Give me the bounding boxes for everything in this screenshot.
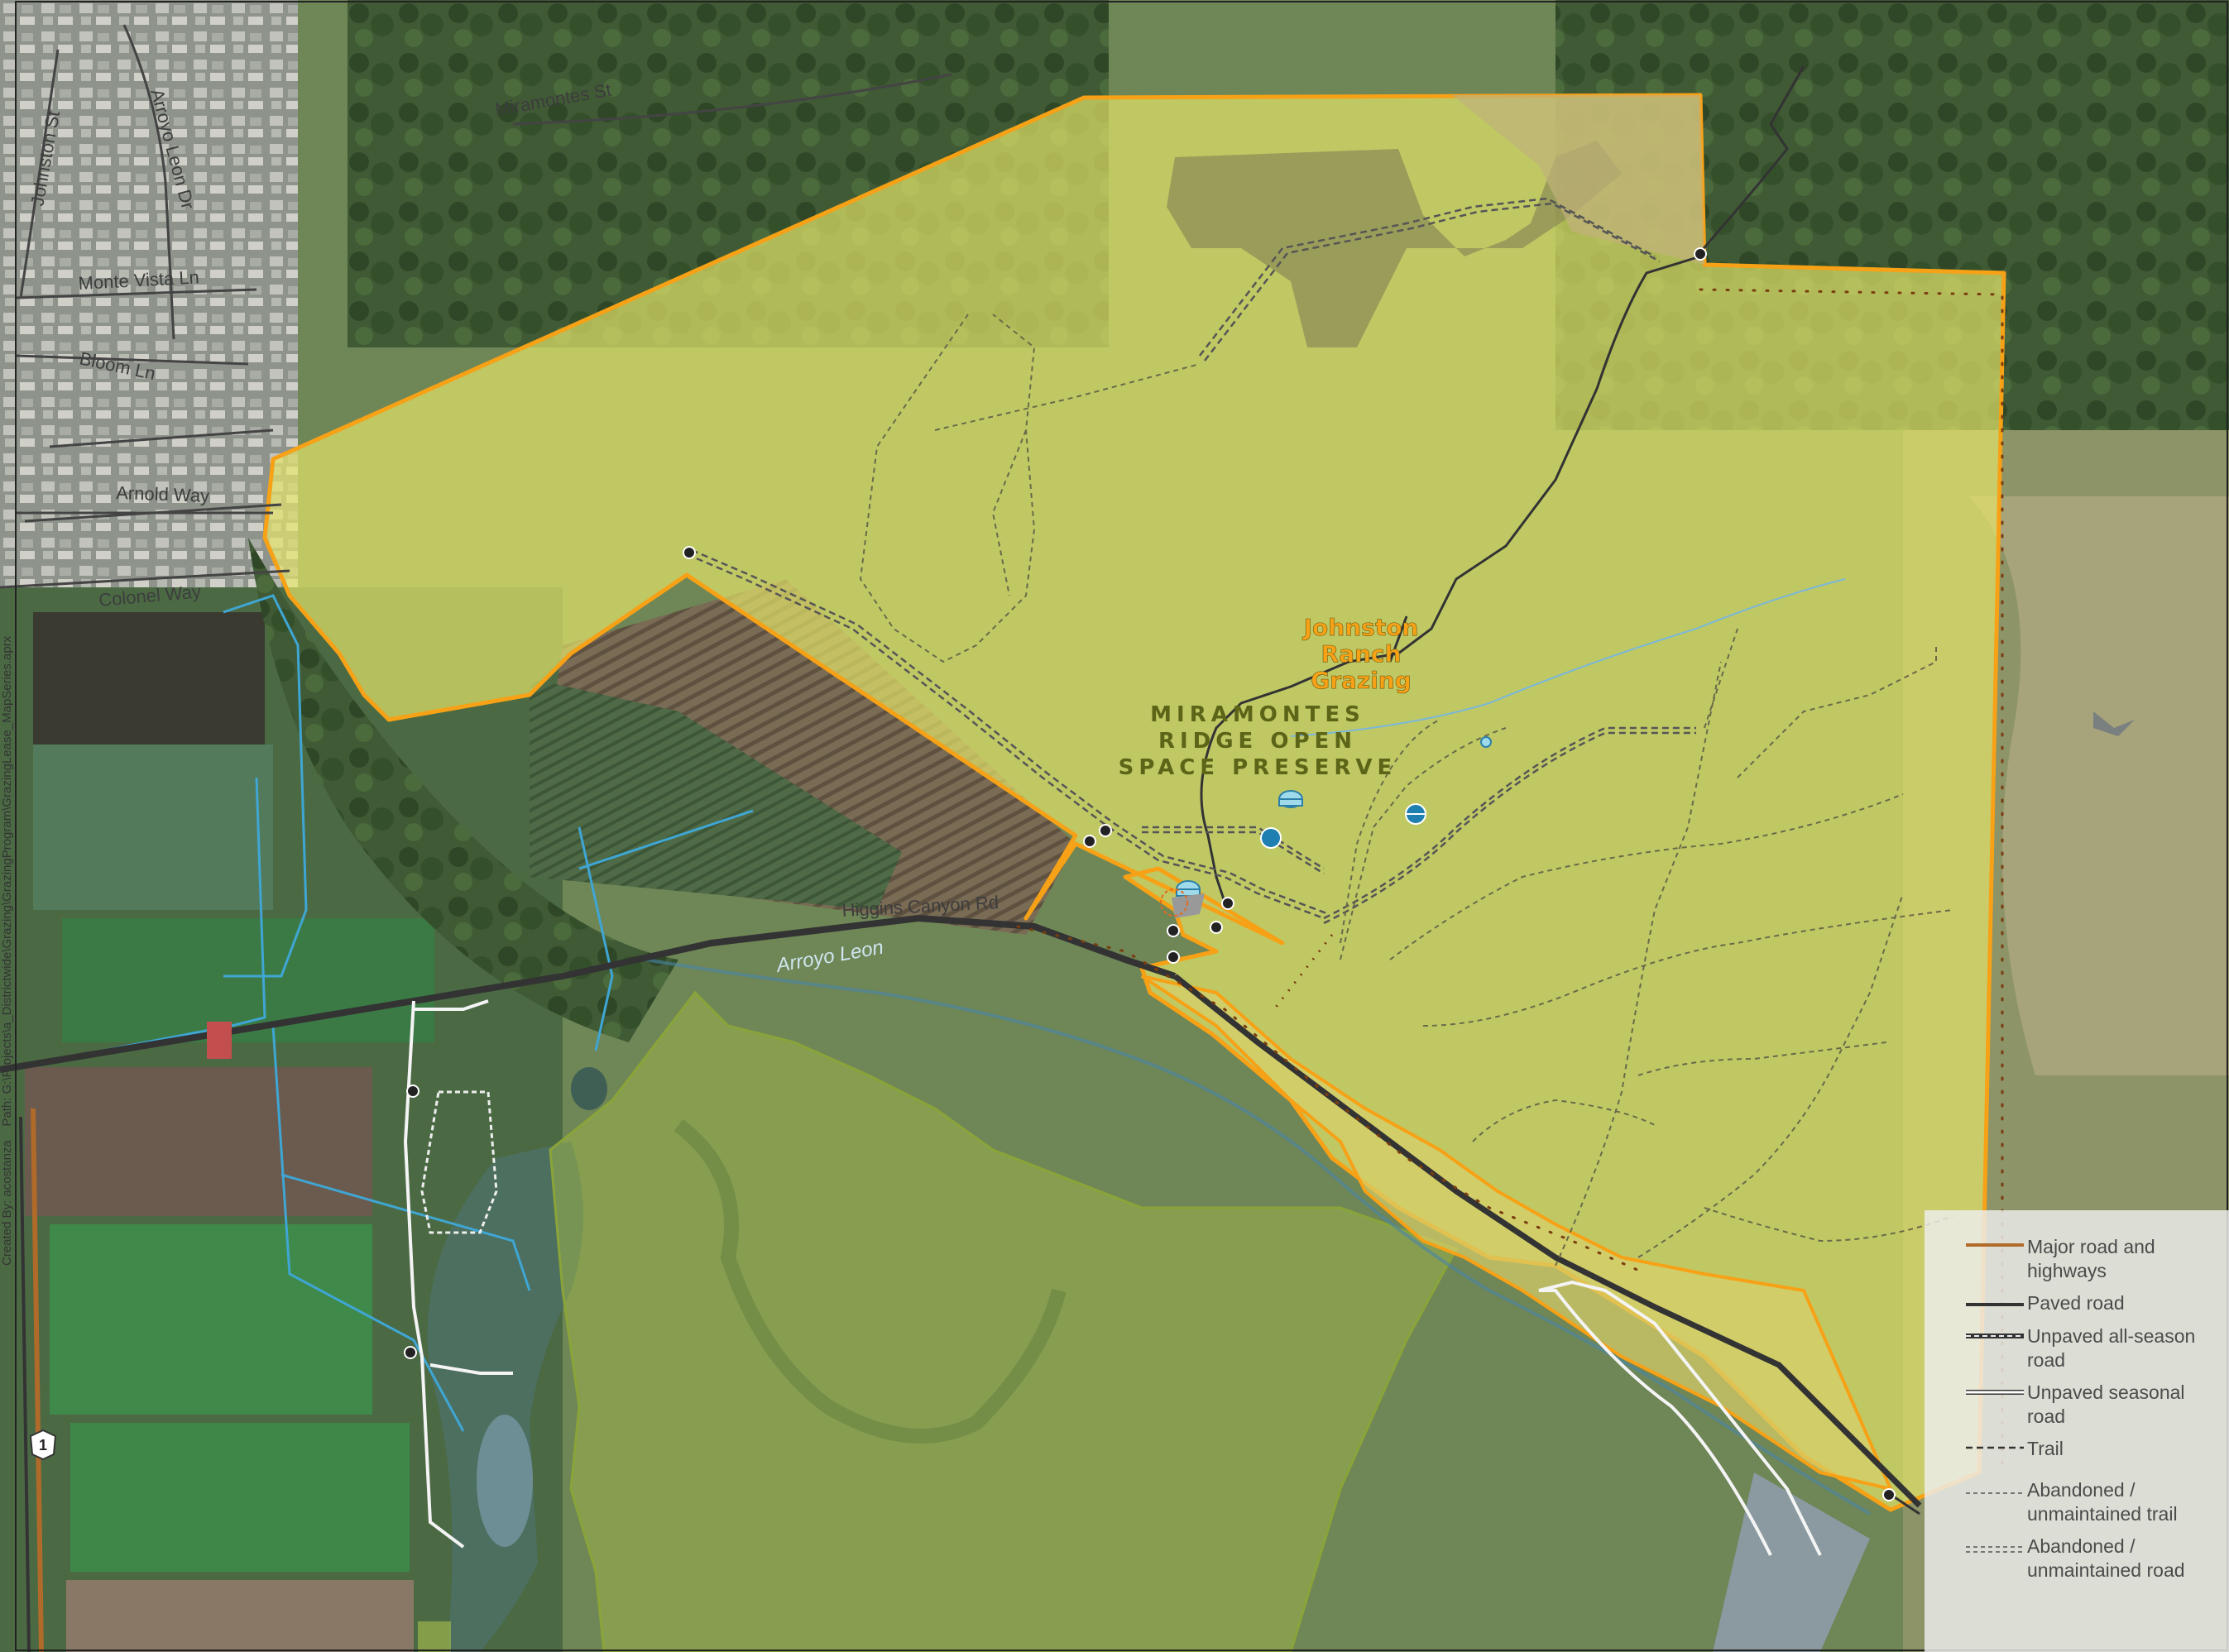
trail-loop: [420, 1090, 498, 1234]
legend-label: Unpaved seasonal road: [2027, 1381, 2185, 1427]
field-brown: [25, 1067, 372, 1216]
legend-item-major-road: Major road and highways: [1925, 1235, 2229, 1291]
field-green-2: [62, 918, 434, 1042]
gates: [404, 247, 1896, 1501]
crop-field-green: [530, 678, 902, 910]
creek-arroyo-leon: [645, 958, 1872, 1516]
riparian-trees: [248, 538, 678, 1042]
legend-item-paved-road: Paved road: [1925, 1291, 2229, 1324]
wetland-patch: [1167, 141, 1622, 347]
trail-symbol-icon: [1966, 1441, 2024, 1454]
house-east: [2093, 711, 2135, 736]
field-dark: [33, 612, 265, 745]
label-arnold-way: Arnold Way: [116, 482, 210, 506]
legend-item-abandoned-trail: Abandoned / unmaintained trail: [1925, 1478, 2229, 1535]
field-green-4: [70, 1423, 410, 1572]
dry-hills-east: [1969, 496, 2229, 1075]
legend-label: Unpaved all-season road: [2027, 1325, 2196, 1371]
route-number: 1: [39, 1437, 47, 1453]
water-troughs: [1160, 736, 1492, 918]
unpaved-seasonal-symbol-icon: [1966, 1386, 2024, 1399]
red-building: [207, 1022, 232, 1059]
field-brown-2: [66, 1580, 414, 1652]
paved-road-symbol-icon: [1966, 1298, 2024, 1311]
unpaved-seasonal-roads: [403, 999, 1822, 1556]
preserve-vegetation: [673, 1118, 1067, 1444]
label-preserve-line2: RIDGE OPEN: [1158, 729, 1357, 754]
major-road-symbol-icon: [1966, 1238, 2024, 1252]
field-green-3: [50, 1224, 372, 1415]
fence-line-east: [1699, 288, 2004, 1474]
dry-patch: [1452, 95, 1704, 265]
legend-label: Abandoned / unmaintained trail: [2027, 1479, 2178, 1525]
legend-item-unpaved-seasonal: Unpaved seasonal road: [1925, 1381, 2229, 1437]
field-green-1: [33, 745, 273, 910]
abandoned-trail-symbol-icon: [1966, 1487, 2024, 1500]
label-property-line1: Johnston: [1302, 614, 1419, 641]
pond-area: [427, 1142, 583, 1652]
paved-road-higgins-east: [1172, 974, 1922, 1508]
label-property-line2: Ranch: [1321, 640, 1402, 668]
abandoned-road-symbol-icon: [1966, 1543, 2024, 1556]
legend-label: Abandoned / unmaintained road: [2027, 1535, 2185, 1581]
town-streets: [0, 24, 952, 589]
paved-roads: [1200, 65, 1920, 1516]
legend-panel: Major road and highways Paved road Unpav…: [1925, 1210, 2229, 1652]
reservoir-pond: [477, 1415, 533, 1547]
legend-label: Trail: [2027, 1438, 2064, 1459]
abandoned-trails: [859, 314, 1953, 1267]
legend-item-abandoned-road: Abandoned / unmaintained road: [1925, 1535, 2229, 1591]
credit-text: Created By: acostanza Path: G:\Projects\…: [0, 635, 14, 1266]
label-preserve-line3: SPACE PRESERVE: [1119, 755, 1397, 780]
legend-item-trail: Trail: [1925, 1437, 2229, 1478]
preserve-fragment: [418, 1621, 451, 1652]
label-preserve-line1: MIRAMONTES: [1150, 702, 1365, 727]
unpaved-all-season-roads: [686, 197, 1696, 925]
small-pond: [571, 1067, 607, 1110]
label-property-line3: Grazing: [1311, 667, 1412, 694]
highway-1-edge: [19, 1116, 31, 1652]
map-border: [15, 1, 2228, 1651]
legend-label: Paved road: [2027, 1292, 2125, 1314]
highway-1-shield: 1: [26, 1428, 60, 1461]
legend-label: Major road and highways: [2027, 1236, 2155, 1281]
paved-road-higgins: [0, 914, 1177, 1073]
credit-line: Created By: acostanza Path: G:\Projects\…: [0, 636, 25, 1267]
legend-item-unpaved-all-season: Unpaved all-season road: [1925, 1324, 2229, 1381]
highway-1: [31, 1108, 44, 1652]
unpaved-all-season-symbol-icon: [1966, 1329, 2024, 1343]
